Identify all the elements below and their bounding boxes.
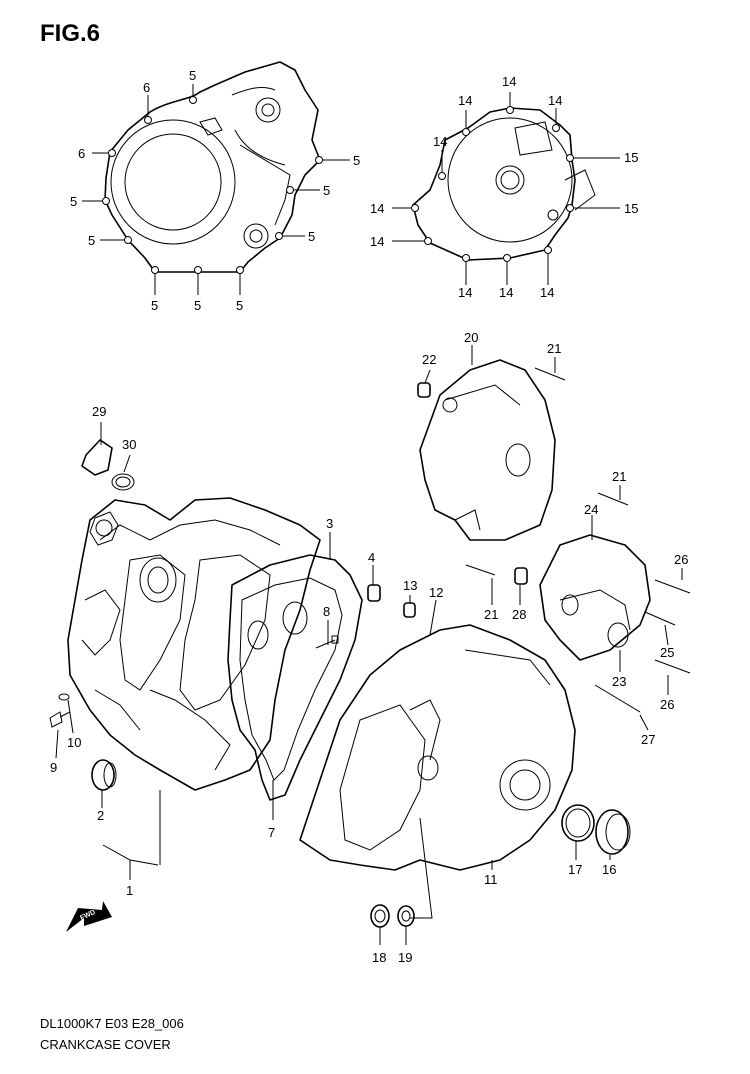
callout-22: 22 bbox=[422, 352, 437, 367]
generator-cover-leaders bbox=[392, 92, 620, 285]
callout-8: 8 bbox=[323, 604, 331, 619]
callout-21: 21 bbox=[612, 469, 627, 484]
part-leaders bbox=[55, 345, 683, 945]
callout-14: 14 bbox=[540, 285, 555, 300]
callout-5: 5 bbox=[189, 68, 197, 83]
callout-16: 16 bbox=[602, 862, 617, 877]
callout-3: 3 bbox=[326, 516, 334, 531]
callout-19: 19 bbox=[398, 950, 413, 965]
callout-9: 9 bbox=[50, 760, 58, 775]
generator-cover-part bbox=[299, 624, 576, 871]
callout-30: 30 bbox=[122, 437, 137, 452]
dowel-part-4 bbox=[367, 584, 381, 602]
callout-27: 27 bbox=[641, 732, 656, 747]
generator-cover-bolts bbox=[411, 106, 574, 262]
callout-14: 14 bbox=[458, 285, 473, 300]
callout-5: 5 bbox=[353, 153, 361, 168]
figure-title: FIG.6 bbox=[40, 20, 101, 47]
clutch-cover-view bbox=[104, 61, 321, 273]
callout-5: 5 bbox=[308, 229, 316, 244]
callout-29: 29 bbox=[92, 404, 107, 419]
plug-part-16 bbox=[595, 809, 631, 855]
callout-14: 14 bbox=[499, 285, 514, 300]
fwd-arrow-label: FWD bbox=[79, 908, 97, 923]
oil-filler-cap bbox=[81, 439, 135, 491]
callout-7: 7 bbox=[268, 825, 276, 840]
callout-21: 21 bbox=[484, 607, 499, 622]
dowel-parts-22-28 bbox=[417, 382, 528, 585]
bolt-part-8 bbox=[315, 635, 339, 649]
callout-24: 24 bbox=[584, 502, 599, 517]
callout-5: 5 bbox=[194, 298, 202, 313]
callout-5: 5 bbox=[88, 233, 96, 248]
callout-21: 21 bbox=[547, 341, 562, 356]
clutch-cover-bolts bbox=[102, 96, 323, 274]
callout-1: 1 bbox=[126, 883, 134, 898]
callout-2: 2 bbox=[97, 808, 105, 823]
callout-6: 6 bbox=[78, 146, 86, 161]
callout-23: 23 bbox=[612, 674, 627, 689]
callout-13: 13 bbox=[403, 578, 418, 593]
callout-14: 14 bbox=[502, 74, 517, 89]
model-code: DL1000K7 E03 E28_006 bbox=[40, 1016, 184, 1031]
crankcase-gasket bbox=[227, 554, 363, 801]
caption: DL1000K7 E03 E28_006 CRANKCASE COVER bbox=[40, 1013, 184, 1055]
callout-14: 14 bbox=[433, 134, 448, 149]
callout-14: 14 bbox=[370, 201, 385, 216]
callout-20: 20 bbox=[464, 330, 479, 345]
callout-14: 14 bbox=[458, 93, 473, 108]
callout-5: 5 bbox=[151, 298, 159, 313]
callout-11: 11 bbox=[484, 872, 498, 887]
callout-26: 26 bbox=[674, 552, 689, 567]
callout-26: 26 bbox=[660, 697, 675, 712]
callout-25: 25 bbox=[660, 645, 675, 660]
callout-5: 5 bbox=[323, 183, 331, 198]
callout-4: 4 bbox=[368, 550, 376, 565]
callout-5: 5 bbox=[236, 298, 244, 313]
sprocket-cover-part-20 bbox=[419, 359, 556, 541]
callout-6: 6 bbox=[143, 80, 151, 95]
callout-14: 14 bbox=[370, 234, 385, 249]
plug-part-2 bbox=[91, 759, 117, 791]
fwd-arrow-icon bbox=[66, 901, 112, 932]
callout-5: 5 bbox=[70, 194, 78, 209]
caption-name: CRANKCASE COVER bbox=[40, 1037, 171, 1052]
crankcase-assembly bbox=[67, 497, 321, 791]
bolts-parts-21-25-26-27 bbox=[465, 367, 691, 713]
callout-12: 12 bbox=[429, 585, 444, 600]
callout-18: 18 bbox=[372, 950, 387, 965]
callout-14: 14 bbox=[548, 93, 563, 108]
callout-28: 28 bbox=[512, 607, 527, 622]
bolt-part-9-10 bbox=[49, 693, 71, 728]
callout-10: 10 bbox=[67, 735, 82, 750]
callout-15: 15 bbox=[624, 201, 639, 216]
oring-part-17 bbox=[561, 804, 595, 842]
callout-15: 15 bbox=[624, 150, 639, 165]
clutch-cover-leaders bbox=[82, 84, 350, 295]
callout-17: 17 bbox=[568, 862, 583, 877]
